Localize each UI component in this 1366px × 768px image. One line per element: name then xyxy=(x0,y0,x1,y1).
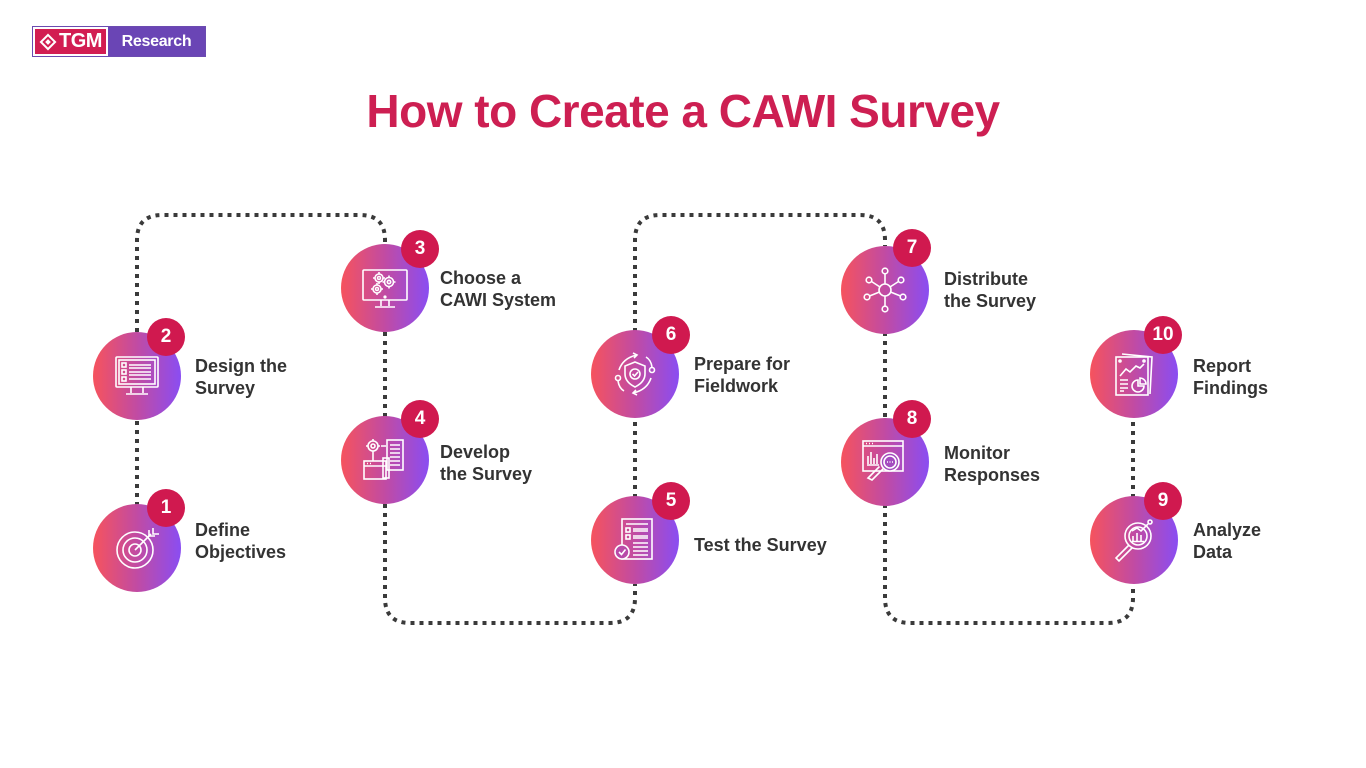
monitor-gears-icon xyxy=(362,269,408,308)
step-8-circle xyxy=(841,418,929,506)
step-3-label-line2: CAWI System xyxy=(440,290,557,310)
step-2-label-line1: Design the xyxy=(195,356,288,376)
step-6-label-line2: Fieldwork xyxy=(694,376,779,396)
target-icon xyxy=(116,528,159,569)
step-3-label: Choose a CAWI System xyxy=(440,267,556,311)
connector-6-7 xyxy=(633,213,887,332)
page-title: How to Create a CAWI Survey xyxy=(366,85,1000,137)
magnifier-chart-icon xyxy=(1114,519,1153,563)
step-4-badge: 4 xyxy=(401,400,439,438)
step-9-label: Analyze Data xyxy=(1193,519,1261,563)
step-2-label: Design the Survey xyxy=(195,355,287,399)
step-2-badge: 2 xyxy=(147,318,185,356)
monitor-checklist-icon xyxy=(115,356,159,395)
connector-4-5 xyxy=(383,504,637,625)
step-2-label-line2: Survey xyxy=(195,378,256,398)
step-1-label-line1: Define xyxy=(195,520,251,540)
development-icon xyxy=(363,439,404,480)
network-hub-icon xyxy=(863,267,907,313)
step-7-label: Distribute the Survey xyxy=(944,268,1036,312)
step-7-label-line1: Distribute xyxy=(944,269,1029,289)
step-3-label-line1: Choose a xyxy=(440,268,522,288)
step-10-label-line2: Findings xyxy=(1193,378,1268,398)
step-10-label: Report Findings xyxy=(1193,355,1268,399)
tgm-research-logo: TGM Research xyxy=(32,26,206,57)
logo-left-part: TGM xyxy=(33,27,108,56)
document-check-icon xyxy=(614,518,653,560)
step-3-badge: 3 xyxy=(401,230,439,268)
step-4-label-line2: the Survey xyxy=(440,464,533,484)
logo-left-text: TGM xyxy=(59,30,102,52)
step-3-circle xyxy=(341,244,429,332)
step-10-badge: 10 xyxy=(1144,316,1182,354)
step-9-label-line1: Analyze xyxy=(1193,520,1262,540)
monitor-search-icon xyxy=(862,440,904,481)
shield-cycle-icon xyxy=(614,352,656,396)
step-4-label-line1: Develop xyxy=(440,442,511,462)
step-7-label-line2: the Survey xyxy=(944,291,1037,311)
step-1-label: Define Objectives xyxy=(195,519,286,563)
step-5-badge: 5 xyxy=(652,482,690,520)
step-6-label-line1: Prepare for xyxy=(694,354,791,374)
step-10-label-line1: Report xyxy=(1193,356,1251,376)
report-icon xyxy=(1115,353,1153,396)
step-5-label-line1: Test the Survey xyxy=(694,535,827,555)
step-5-label: Test the Survey xyxy=(694,534,827,556)
connector-8-9 xyxy=(883,504,1135,625)
logo-right-text: Research xyxy=(121,32,192,50)
step-6-label: Prepare for Fieldwork xyxy=(694,353,790,397)
step-4-label: Develop the Survey xyxy=(440,441,532,485)
step-1-badge: 1 xyxy=(147,489,185,527)
step-6-badge: 6 xyxy=(652,316,690,354)
logo-right-part: Research xyxy=(107,27,205,56)
step-8-label-line2: Responses xyxy=(944,465,1041,485)
step-1-label-line2: Objectives xyxy=(195,542,287,562)
step-9-badge: 9 xyxy=(1144,482,1182,520)
step-8-label-line1: Monitor xyxy=(944,443,1010,463)
step-7-badge: 7 xyxy=(893,229,931,267)
step-9-label-line2: Data xyxy=(1193,542,1233,562)
step-8-badge: 8 xyxy=(893,400,931,438)
step-8-label: Monitor Responses xyxy=(944,442,1040,486)
connector-2-3 xyxy=(135,213,387,332)
